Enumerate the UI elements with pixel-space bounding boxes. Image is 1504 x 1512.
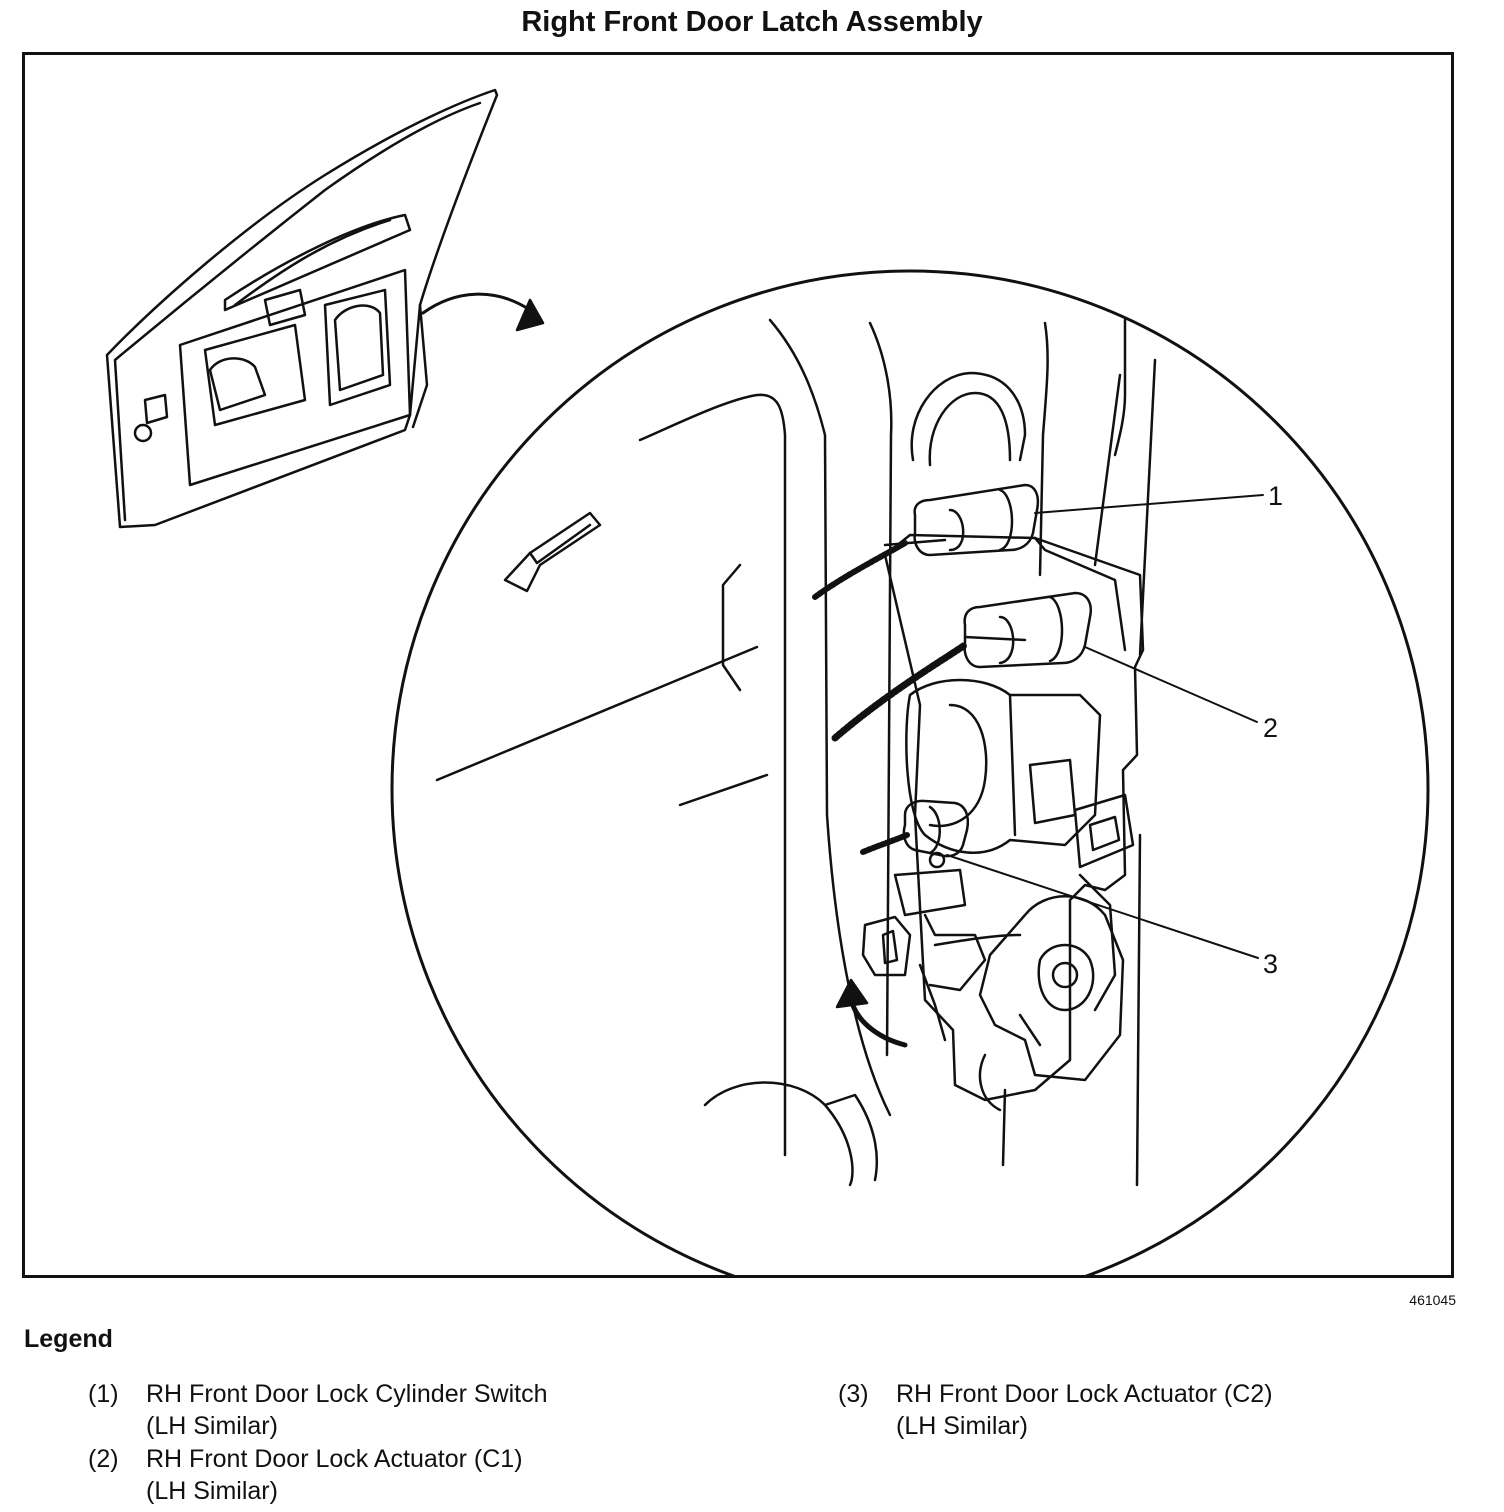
leader-line-1 — [1034, 494, 1264, 514]
legend-heading: Legend — [24, 1325, 113, 1353]
callout-1: 1 — [1268, 481, 1283, 511]
legend-item-number: (2) — [88, 1445, 119, 1473]
leader-line-3 — [946, 854, 1259, 959]
callout-2: 2 — [1263, 713, 1278, 743]
latch-illustration: 1 2 3 — [105, 88, 1430, 1275]
legend-item-note: (LH Similar) — [146, 1412, 278, 1440]
legend-item-note: (LH Similar) — [146, 1477, 278, 1505]
door-overview — [105, 88, 499, 529]
connector-3 — [902, 799, 970, 869]
connector-2 — [963, 591, 1092, 669]
legend-item-text: RH Front Door Lock Cylinder Switch — [146, 1380, 548, 1408]
legend-item-number: (1) — [88, 1380, 119, 1408]
illustration-frame: 1 2 3 — [22, 52, 1454, 1278]
legend-item-text: RH Front Door Lock Actuator (C2) — [896, 1380, 1273, 1408]
detail-circle — [390, 269, 1430, 1275]
legend-item-note: (LH Similar) — [896, 1412, 1028, 1440]
legend-item-number: (3) — [838, 1380, 869, 1408]
leader-line-2 — [1084, 646, 1258, 723]
callout-3: 3 — [1263, 949, 1278, 979]
legend-item-text: RH Front Door Lock Actuator (C1) — [146, 1445, 523, 1473]
diagram-title: Right Front Door Latch Assembly — [521, 6, 983, 38]
connector-1 — [883, 483, 1040, 557]
figure-number: 461045 — [1409, 1292, 1456, 1308]
